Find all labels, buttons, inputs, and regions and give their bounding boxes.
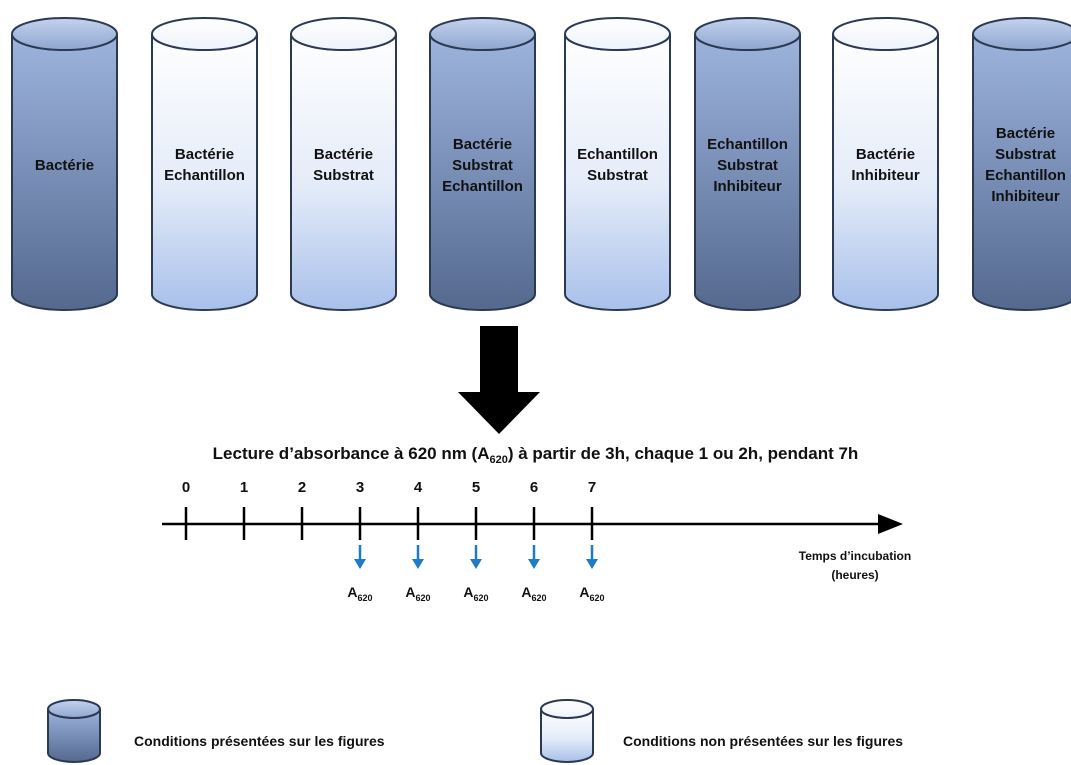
absorbance-symbol: A bbox=[405, 584, 416, 600]
tube-label-line: Substrat bbox=[587, 167, 648, 184]
tube-label-line: Echantillon bbox=[442, 177, 523, 195]
tick-label: 5 bbox=[471, 479, 481, 496]
absorbance-label: A620 bbox=[570, 584, 614, 603]
tube-3 bbox=[290, 17, 397, 311]
tube-8 bbox=[972, 17, 1071, 311]
tube-2 bbox=[151, 17, 258, 311]
absorbance-wavelength: 620 bbox=[589, 593, 605, 603]
tubes-layer bbox=[11, 17, 1071, 311]
tube-label-line: Echantillon bbox=[707, 135, 788, 153]
tick-label: 0 bbox=[181, 479, 191, 496]
reading-arrow-icon bbox=[470, 545, 482, 569]
absorbance-label: A620 bbox=[454, 584, 498, 603]
tick-label: 6 bbox=[529, 479, 539, 496]
tube-label-line: Inhibiteur bbox=[851, 167, 920, 184]
tube-7 bbox=[832, 17, 939, 311]
absorbance-wavelength: 620 bbox=[415, 593, 431, 603]
tick-label: 4 bbox=[413, 479, 423, 496]
tube-label-line: Bactérie bbox=[995, 125, 1056, 142]
tube-6 bbox=[694, 17, 801, 311]
tube-label-line: Echantillon bbox=[985, 167, 1066, 184]
tube-label-line: Inhibiteur bbox=[713, 177, 782, 195]
down-arrow-icon bbox=[458, 326, 540, 434]
timeline bbox=[162, 507, 903, 569]
title-subscript: 620 bbox=[489, 454, 508, 466]
tube-label-line: Bactérie bbox=[34, 156, 95, 174]
tube-5 bbox=[564, 17, 671, 311]
tick-label: 1 bbox=[239, 479, 249, 496]
absorbance-symbol: A bbox=[521, 584, 532, 600]
tick-label: 7 bbox=[587, 479, 597, 496]
reading-arrow-icon bbox=[528, 545, 540, 569]
absorbance-symbol: A bbox=[347, 584, 358, 600]
tube-label-line: Bactérie bbox=[855, 146, 916, 163]
tube-label-line: Bactérie bbox=[313, 146, 374, 163]
axis-label-line-2: (heures) bbox=[831, 568, 879, 582]
absorbance-wavelength: 620 bbox=[357, 593, 373, 603]
axis-label: Temps d’incubation (heures) bbox=[760, 547, 950, 585]
reading-arrow-icon bbox=[354, 545, 366, 569]
legend-light-label: Conditions non présentées sur les figure… bbox=[623, 733, 904, 749]
legend-light-cylinder-icon bbox=[540, 699, 594, 763]
title-rest: ) à partir de 3h, chaque 1 ou 2h, pendan… bbox=[507, 444, 859, 463]
absorbance-label: A620 bbox=[396, 584, 440, 603]
absorbance-label: A620 bbox=[512, 584, 556, 603]
absorbance-symbol: A bbox=[579, 584, 590, 600]
tube-label-line: Inhibiteur bbox=[991, 188, 1060, 205]
diagram-title: Lecture d’absorbance à 620 nm (A620) à p… bbox=[0, 444, 1071, 466]
tube-4 bbox=[429, 17, 536, 311]
reading-arrow-icon bbox=[586, 545, 598, 569]
legend-dark-label: Conditions présentées sur les figures bbox=[134, 733, 385, 749]
axis-label-line-1: Temps d’incubation bbox=[798, 549, 912, 563]
absorbance-wavelength: 620 bbox=[473, 593, 489, 603]
tube-label-line: Bactérie bbox=[174, 146, 235, 163]
title-main: Lecture d’absorbance à 620 nm (A bbox=[212, 444, 490, 463]
tube-label-line: Echantillon bbox=[577, 146, 658, 163]
tube-label-line: Bactérie bbox=[452, 135, 513, 153]
legend-dark-cylinder-icon bbox=[47, 699, 101, 763]
reading-arrow-icon bbox=[412, 545, 424, 569]
tube-label-line: Echantillon bbox=[164, 167, 245, 184]
down-arrow-shape bbox=[458, 326, 540, 434]
absorbance-wavelength: 620 bbox=[531, 593, 547, 603]
tube-label-line: Substrat bbox=[995, 146, 1056, 163]
tube-label-line: Substrat bbox=[452, 156, 513, 174]
absorbance-label: A620 bbox=[338, 584, 382, 603]
tube-label-1: Bactérie bbox=[5, 155, 125, 176]
tube-label-line: Substrat bbox=[717, 156, 778, 174]
legend-icons bbox=[47, 699, 594, 763]
absorbance-symbol: A bbox=[463, 584, 474, 600]
tick-label: 2 bbox=[297, 479, 307, 496]
tube-1 bbox=[11, 17, 118, 311]
tick-label: 3 bbox=[355, 479, 365, 496]
tube-label-line: Substrat bbox=[313, 167, 374, 184]
